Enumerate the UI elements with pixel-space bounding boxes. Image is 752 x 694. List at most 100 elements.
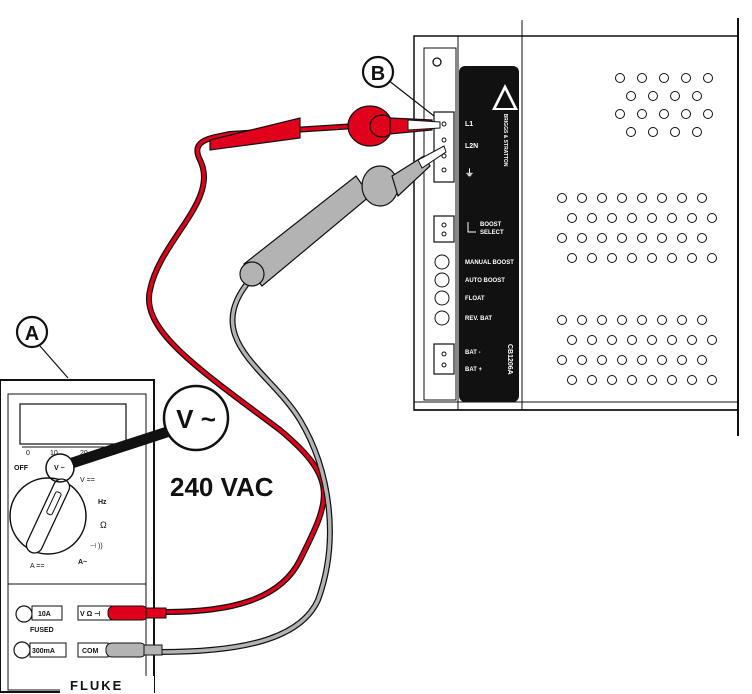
vent-hole [697,315,707,325]
jack-10a-socket [15,605,33,623]
label-bat-plus: BAT + [465,367,483,373]
vent-hole [670,91,680,101]
vent-hole [617,355,627,365]
vent-hole [677,315,687,325]
jack-vohm-label: V Ω ⊣ [80,610,100,618]
mode-ohm: Ω [100,520,107,530]
vent-hole [597,355,607,365]
vent-hole [667,253,677,263]
vent-hole [647,375,657,385]
vent-hole [626,91,636,101]
callout-a-label: A [25,323,39,345]
vent-hole [670,127,680,137]
vent-hole [687,213,697,223]
vent-hole [627,253,637,263]
ground-icon: ⏚ [465,168,474,178]
dial-pointer [25,478,71,554]
jack-10a-label: 10A [38,611,51,618]
vent-hole [697,193,707,203]
callout-a: A [15,315,69,379]
vent-hole [597,315,607,325]
vent-hole [657,193,667,203]
vent-hole [567,335,577,345]
vent-hole [577,233,587,243]
vent-hole [681,73,691,83]
vent-hole [697,233,707,243]
red-lead-outline [145,123,357,615]
vent-hole [657,233,667,243]
boost-label-2: SELECT [480,230,504,236]
vent-hole [648,127,658,137]
vent-hole [707,213,717,223]
vent-hole [647,213,657,223]
vent-hole [707,335,717,345]
vent-hole [567,253,577,263]
mode-diode-icon: ⊣ )) [90,543,103,550]
vent-hole [567,213,577,223]
led-auto-boost [434,272,450,288]
jack-com-label: COM [82,648,99,655]
control-panel [459,66,519,402]
vent-hole [657,315,667,325]
vent-hole [577,355,587,365]
vent-hole [615,73,625,83]
vent-hole [626,127,636,137]
led-manual-boost [434,254,450,270]
multimeter: 0 10 20 30 OFF V ~ V == Hz Ω ⊣ )) A~ A =… [0,379,167,694]
vent-hole [687,335,697,345]
vent-hole [567,375,577,385]
vent-hole [647,335,657,345]
scale-10: 10 [50,450,58,457]
vent-hole [637,193,647,203]
vent-holes [557,73,717,385]
mode-off: OFF [14,465,29,472]
boost-select-switch [433,215,455,243]
vent-hole [587,253,597,263]
vent-hole [617,233,627,243]
vent-hole [703,109,713,119]
battery-terminal-block [433,343,455,375]
vent-hole [647,253,657,263]
vent-hole [687,253,697,263]
vent-hole [667,375,677,385]
terminal-l1-icon [441,121,447,127]
vent-hole [697,355,707,365]
vent-hole [667,213,677,223]
vent-hole [687,375,697,385]
vent-hole [607,375,617,385]
vent-hole [557,315,567,325]
meter-brand: FLUKE [70,678,123,693]
vent-hole [637,315,647,325]
vent-hole [597,193,607,203]
voltage-reading: 240 VAC [170,472,274,502]
vent-hole [607,335,617,345]
label-bat-minus: BAT - [465,350,481,356]
vent-hole [667,335,677,345]
vent-hole [627,375,637,385]
vent-hole [577,193,587,203]
vent-hole [681,109,691,119]
zoom-circle [162,384,230,452]
vent-hole [648,91,658,101]
mount-hole-icon [432,57,442,67]
vent-hole [617,315,627,325]
mode-a-dc: A == [30,563,44,570]
label-l1: L1 [465,121,473,128]
gray-lead-wire [159,278,332,654]
led-float [434,290,450,306]
vent-hole [637,109,647,119]
vent-hole [607,213,617,223]
vent-hole [707,375,717,385]
zoom-callout: V ~ [45,384,230,483]
fused-label: FUSED [30,627,54,634]
vent-hole [677,355,687,365]
vent-hole [615,109,625,119]
vent-hole [677,193,687,203]
vent-hole [577,315,587,325]
zoom-label: V ~ [176,404,216,434]
callout-b: B [361,55,435,117]
mode-a-ac: A~ [78,559,87,566]
vent-hole [587,375,597,385]
vent-hole [617,193,627,203]
